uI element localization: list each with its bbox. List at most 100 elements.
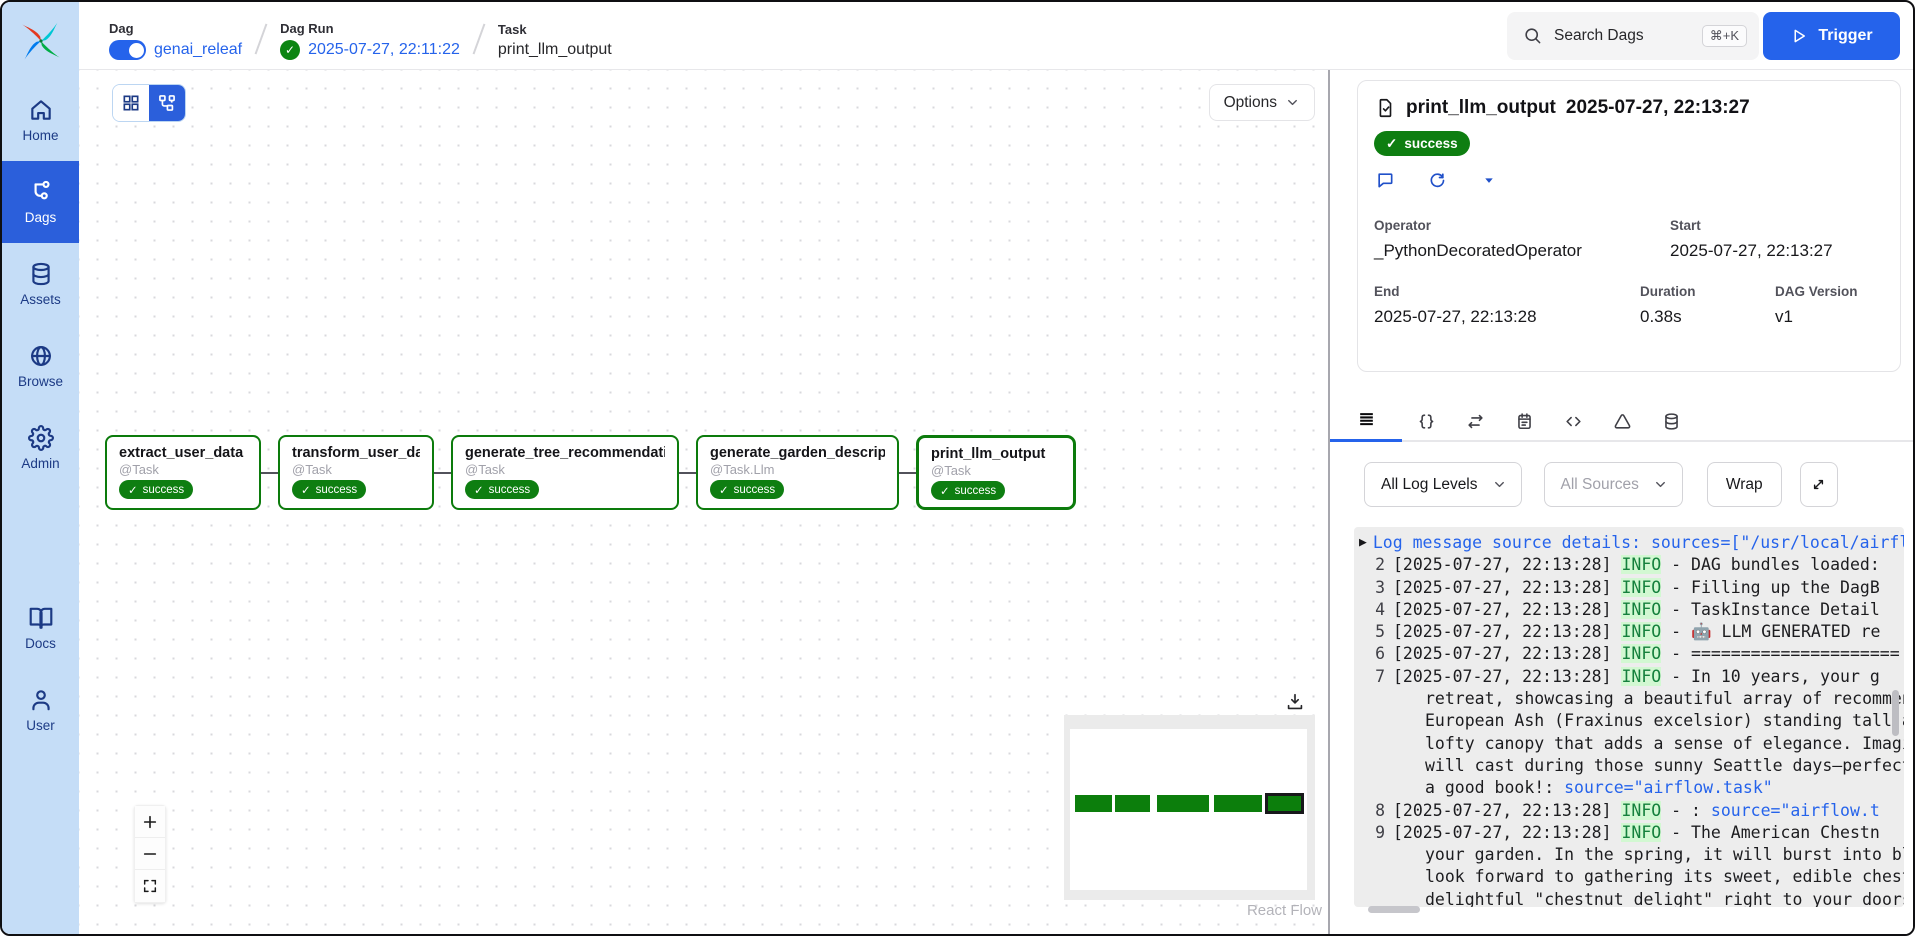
log-line: 6[2025-07-27, 22:13:28] INFO - =========… [1375,644,1900,664]
details-tab-database[interactable] [1647,400,1696,442]
breadcrumb-dag-run: Dag Run ✓ 2025-07-27, 22:11:22 [280,11,460,60]
task-info-card: print_llm_output 2025-07-27, 22:13:27 ✓ … [1357,80,1901,372]
check-icon: ✓ [301,484,311,497]
log-line-continuation: look forward to gathering its sweet, edi… [1425,867,1904,887]
retry-icon [1430,173,1445,188]
log-line-continuation: a good book!: source="airflow.task" [1425,778,1773,798]
grid-view-button[interactable] [113,85,149,121]
breadcrumb: Dag genai_releaf Dag Run ✓ 2025-07-27, 2… [109,11,612,60]
download-graph-button[interactable] [1282,690,1308,716]
log-horizontal-scrollbar[interactable] [1368,906,1420,913]
task-node[interactable]: extract_user_data @Task ✓success [105,435,261,510]
task-fields-row-1: Operator _PythonDecoratedOperator Start … [1374,218,1884,261]
sidebar-item-assets[interactable]: Assets [2,243,79,325]
gear-icon [27,425,54,451]
zoom-in-button[interactable] [135,806,165,838]
log-line-continuation: will cast during those sunny Seattle day… [1425,755,1904,775]
download-icon [1287,693,1303,709]
task-details-panel: print_llm_output 2025-07-27, 22:13:27 ✓ … [1330,70,1913,934]
clear-task-button[interactable] [1426,170,1448,192]
fit-view-icon [143,879,157,893]
airflow-logo[interactable] [2,2,79,79]
task-node-status-badge: ✓success [931,481,1006,500]
task-node[interactable]: generate_tree_recommendations @Task ✓suc… [451,435,679,510]
log-line-continuation: your garden. In the spring, it will burs… [1425,845,1904,865]
sidebar-item-label: User [26,718,55,733]
search-dags-input[interactable]: Search Dags ⌘+K [1507,11,1759,60]
log-viewer: ▶Log message source details: sources=["/… [1354,527,1904,907]
log-sources-select[interactable]: All Sources [1543,462,1683,507]
trigger-button[interactable]: Trigger [1763,11,1900,60]
minimap-task-bar [1157,795,1209,812]
breadcrumb-dag-value[interactable]: genai_releaf [154,41,243,58]
sidebar-item-dags[interactable]: Dags [2,161,79,243]
breadcrumb-dag-run-value[interactable]: 2025-07-27, 22:11:22 [308,41,460,58]
details-tab-swap-arrows[interactable] [1451,400,1500,442]
task-note-button[interactable] [1374,170,1396,192]
log-sources-placeholder: All Sources [1560,475,1639,493]
airflow-pinwheel-icon [21,21,60,60]
status-label: success [1404,136,1458,151]
zoom-out-button[interactable] [135,838,165,870]
dag-graph-canvas[interactable]: Options React Flow extract_user_data [79,70,1328,934]
sidebar-item-home[interactable]: Home [2,79,79,161]
details-tab-bar [1330,400,1913,442]
sidebar-item-user[interactable]: User [2,669,79,751]
task-node[interactable]: print_llm_output @Task ✓success [916,435,1076,510]
log-vertical-scrollbar[interactable] [1892,690,1899,736]
home-icon [28,97,54,123]
sidebar-item-admin[interactable]: Admin [2,407,79,489]
log-source-details-expander[interactable]: ▶Log message source details: sources=["/… [1359,533,1904,552]
details-tab-calendar[interactable] [1500,400,1549,442]
react-flow-attribution[interactable]: React Flow [1246,902,1322,919]
swap-arrows-icon [1468,414,1483,428]
wrap-button[interactable]: Wrap [1706,462,1782,507]
task-node-status-badge: ✓success [292,480,367,499]
sidebar-item-browse[interactable]: Browse [2,325,79,407]
log-line: 4[2025-07-27, 22:13:28] INFO - TaskInsta… [1375,599,1880,619]
expand-log-button[interactable] [1799,462,1838,507]
task-document-icon [1379,98,1392,118]
task-node[interactable]: generate_garden_description @Task.Llm ✓s… [696,435,899,510]
fit-view-button[interactable] [135,870,165,902]
details-tab-warning-triangle[interactable] [1598,400,1647,442]
log-levels-select[interactable]: All Log Levels [1364,462,1522,507]
breadcrumb-task: Task print_llm_output [498,12,612,59]
sidebar-item-docs[interactable]: Docs [2,587,79,669]
sidebar-item-label: Dags [24,210,57,225]
content-area: Options React Flow extract_user_data [79,70,1913,934]
task-node[interactable]: transform_user_data @Task ✓success [278,435,434,510]
task-node-title: generate_tree_recommendations [465,445,665,461]
chevron-down-icon [1288,99,1297,106]
more-actions-caret[interactable] [1478,170,1500,192]
toggle-knob [128,42,144,58]
details-tab-braces[interactable] [1402,400,1451,442]
dag-pause-toggle[interactable] [109,40,146,60]
minimap-task-bar [1115,795,1150,812]
graph-options-button[interactable]: Options [1208,84,1315,121]
log-line: 9[2025-07-27, 22:13:28] INFO - The Ameri… [1375,822,1880,842]
minimap-task-bar [1265,793,1304,814]
details-tab-log-lines[interactable] [1330,400,1402,442]
log-line: 7[2025-07-27, 22:13:28] INFO - In 10 yea… [1375,666,1880,686]
trigger-label: Trigger [1818,26,1873,44]
task-node-title: extract_user_data [119,445,244,461]
sidebar-item-label: Browse [17,374,63,389]
graph-minimap[interactable] [1064,715,1315,900]
task-node-title: generate_garden_description [710,445,885,461]
expand-diagonal-icon [1814,479,1824,490]
log-line: 5[2025-07-27, 22:13:28] INFO - 🤖 LLM GEN… [1375,622,1881,642]
details-tab-code[interactable] [1549,400,1598,442]
chevron-down-icon [1655,481,1665,488]
globe-icon [28,343,54,369]
sidebar-spacer [2,489,79,587]
panel-resize-divider[interactable] [1328,70,1330,934]
task-node-decorator: @Task.Llm [710,462,775,477]
duration-value: 0.38s [1640,307,1682,326]
task-node-decorator: @Task [292,462,332,477]
operator-label: Operator [1374,218,1432,233]
chevron-down-icon [1494,481,1504,488]
graph-view-button[interactable] [149,85,185,121]
task-node-status-badge: ✓success [119,480,194,499]
